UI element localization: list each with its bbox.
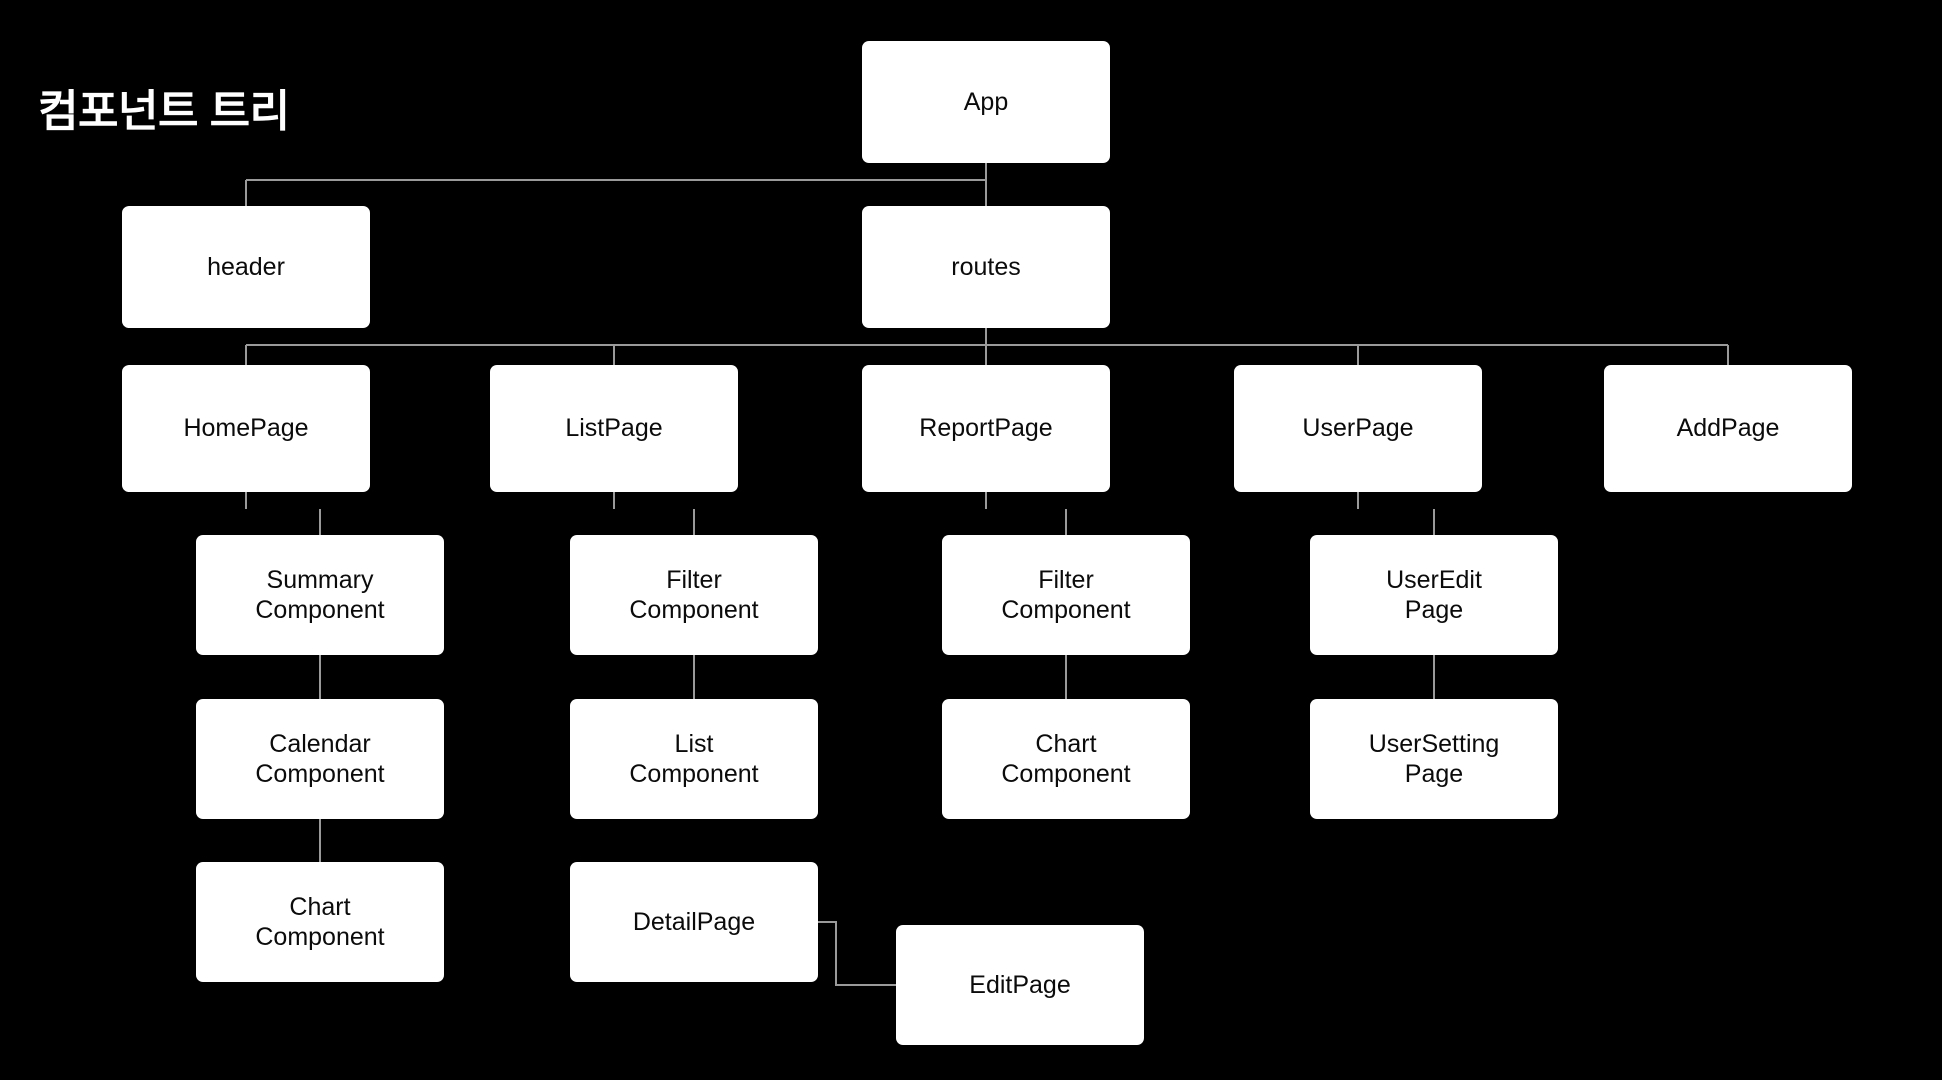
node-calendar-component[interactable]: Calendar Component [196, 699, 444, 819]
node-filter-component-list[interactable]: Filter Component [570, 535, 818, 655]
node-report-page[interactable]: ReportPage [862, 365, 1110, 492]
node-add-page[interactable]: AddPage [1604, 365, 1852, 492]
node-label: UserEdit Page [1386, 565, 1482, 625]
connector-detail-page-to-edit-page [818, 921, 896, 986]
node-label: routes [951, 252, 1021, 281]
node-list-component[interactable]: List Component [570, 699, 818, 819]
node-header[interactable]: header [122, 206, 370, 328]
node-chart-component-home[interactable]: Chart Component [196, 862, 444, 982]
node-user-setting-page[interactable]: UserSetting Page [1310, 699, 1558, 819]
node-label: Calendar Component [255, 729, 385, 789]
node-detail-page[interactable]: DetailPage [570, 862, 818, 982]
node-routes[interactable]: routes [862, 206, 1110, 328]
node-label: Filter Component [629, 565, 759, 625]
node-label: Filter Component [1001, 565, 1131, 625]
node-user-edit-page[interactable]: UserEdit Page [1310, 535, 1558, 655]
node-label: Chart Component [255, 892, 385, 952]
node-chart-component-report[interactable]: Chart Component [942, 699, 1190, 819]
node-app[interactable]: App [862, 41, 1110, 163]
node-user-page[interactable]: UserPage [1234, 365, 1482, 492]
node-label: HomePage [183, 414, 309, 443]
node-label: AddPage [1676, 414, 1780, 443]
node-label: ListPage [565, 414, 663, 443]
node-label: UserPage [1302, 414, 1414, 443]
node-label: header [207, 252, 285, 281]
node-label: DetailPage [632, 907, 756, 936]
node-label: ReportPage [919, 414, 1053, 443]
node-summary-component[interactable]: Summary Component [196, 535, 444, 655]
node-list-page[interactable]: ListPage [490, 365, 738, 492]
node-label: UserSetting Page [1368, 729, 1500, 789]
node-label: EditPage [969, 970, 1071, 999]
page-title: 컴포넌트 트리 [38, 87, 290, 137]
node-filter-component-report[interactable]: Filter Component [942, 535, 1190, 655]
node-label: Chart Component [1001, 729, 1131, 789]
node-label: Summary Component [255, 565, 385, 625]
node-label: List Component [629, 729, 759, 789]
node-home-page[interactable]: HomePage [122, 365, 370, 492]
node-label: App [963, 87, 1009, 116]
node-edit-page[interactable]: EditPage [896, 925, 1144, 1045]
